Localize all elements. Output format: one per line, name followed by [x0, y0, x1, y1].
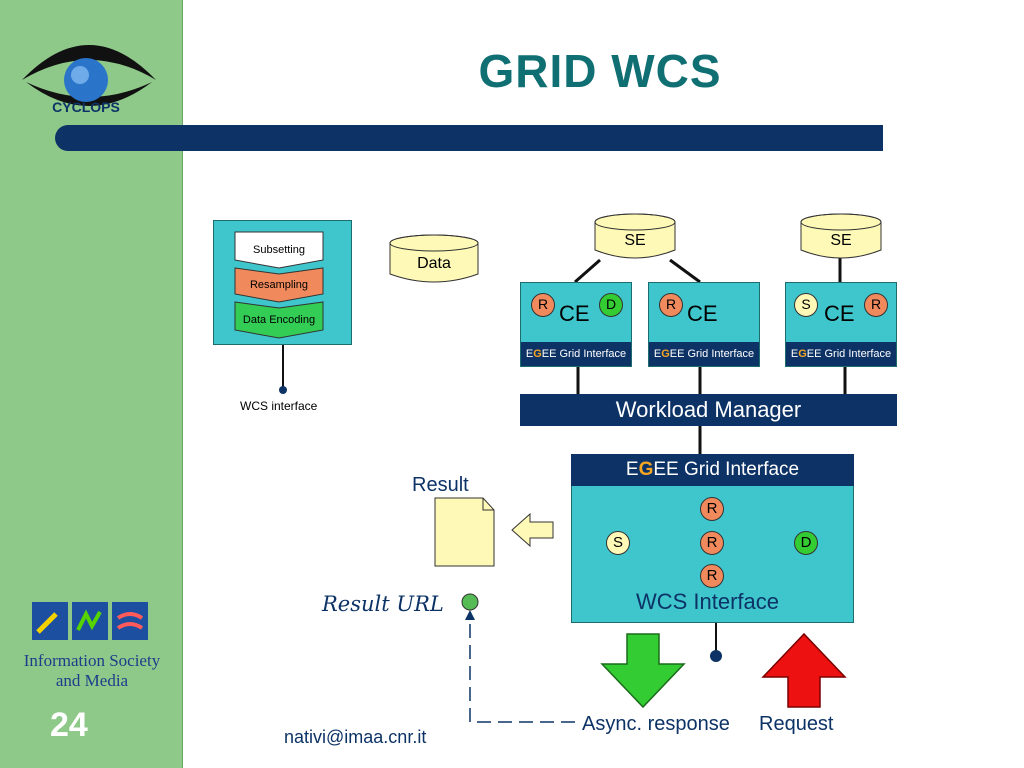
- workload-manager: Workload Manager: [520, 394, 897, 426]
- ist-logo-icons: [32, 602, 148, 640]
- request-label: Request: [759, 713, 834, 735]
- cyclops-logo: CYCLOPS: [22, 45, 156, 115]
- ce3-left-node: S: [794, 293, 818, 317]
- processing-steps: [234, 231, 324, 339]
- ce2-left-node: R: [659, 293, 683, 317]
- ce3-right-node: R: [864, 293, 888, 317]
- page-title: GRID WCS: [478, 45, 722, 97]
- ist-logo-line2: and Media: [55, 671, 129, 690]
- ce-node-1: R CE D EGEE Grid Interface: [520, 282, 632, 367]
- ce1-label: CE: [559, 301, 590, 326]
- wcs-node-r1: R: [700, 497, 724, 521]
- ce3-egee-interface: EGEE Grid Interface: [786, 342, 896, 366]
- slide-number: 24: [50, 706, 88, 744]
- ist-logo-line1: Information Society: [23, 651, 161, 670]
- result-url-label: Result URL: [322, 592, 444, 616]
- wcs-interface-caption: WCS interface: [240, 399, 318, 413]
- wcs-node-r2: R: [700, 531, 724, 555]
- step-resampling: Resampling: [249, 279, 309, 291]
- step-data-encoding: Data Encoding: [242, 314, 316, 326]
- wcs-node-s: S: [606, 531, 630, 555]
- se-label-2: SE: [830, 232, 852, 249]
- wcs-node-r3: R: [700, 564, 724, 588]
- ce1-left-node: R: [531, 293, 555, 317]
- svg-text:CYCLOPS: CYCLOPS: [52, 99, 120, 115]
- data-store-label: Data: [417, 255, 451, 272]
- title-underline-bar: [55, 125, 883, 151]
- ce1-egee-interface: EGEE Grid Interface: [521, 342, 631, 366]
- se-label-1: SE: [624, 232, 646, 249]
- ce3-label: CE: [824, 301, 855, 326]
- ce-node-2: R CE EGEE Grid Interface: [648, 282, 760, 367]
- wcs-node-d: D: [794, 531, 818, 555]
- footer-email: nativi@imaa.cnr.it: [284, 727, 427, 747]
- ist-logo: Information Society and Media: [12, 600, 172, 690]
- egee-grid-interface-header: EGEE Grid Interface: [571, 454, 854, 486]
- ce2-egee-interface: EGEE Grid Interface: [649, 342, 759, 366]
- wcs-interface-title: WCS Interface: [635, 589, 780, 614]
- async-response-label: Async. response: [582, 713, 730, 735]
- result-label: Result: [412, 474, 469, 496]
- ce-node-3: S CE R EGEE Grid Interface: [785, 282, 897, 367]
- ce1-right-node: D: [599, 293, 623, 317]
- step-subsetting: Subsetting: [253, 244, 305, 256]
- ce2-label: CE: [687, 301, 718, 326]
